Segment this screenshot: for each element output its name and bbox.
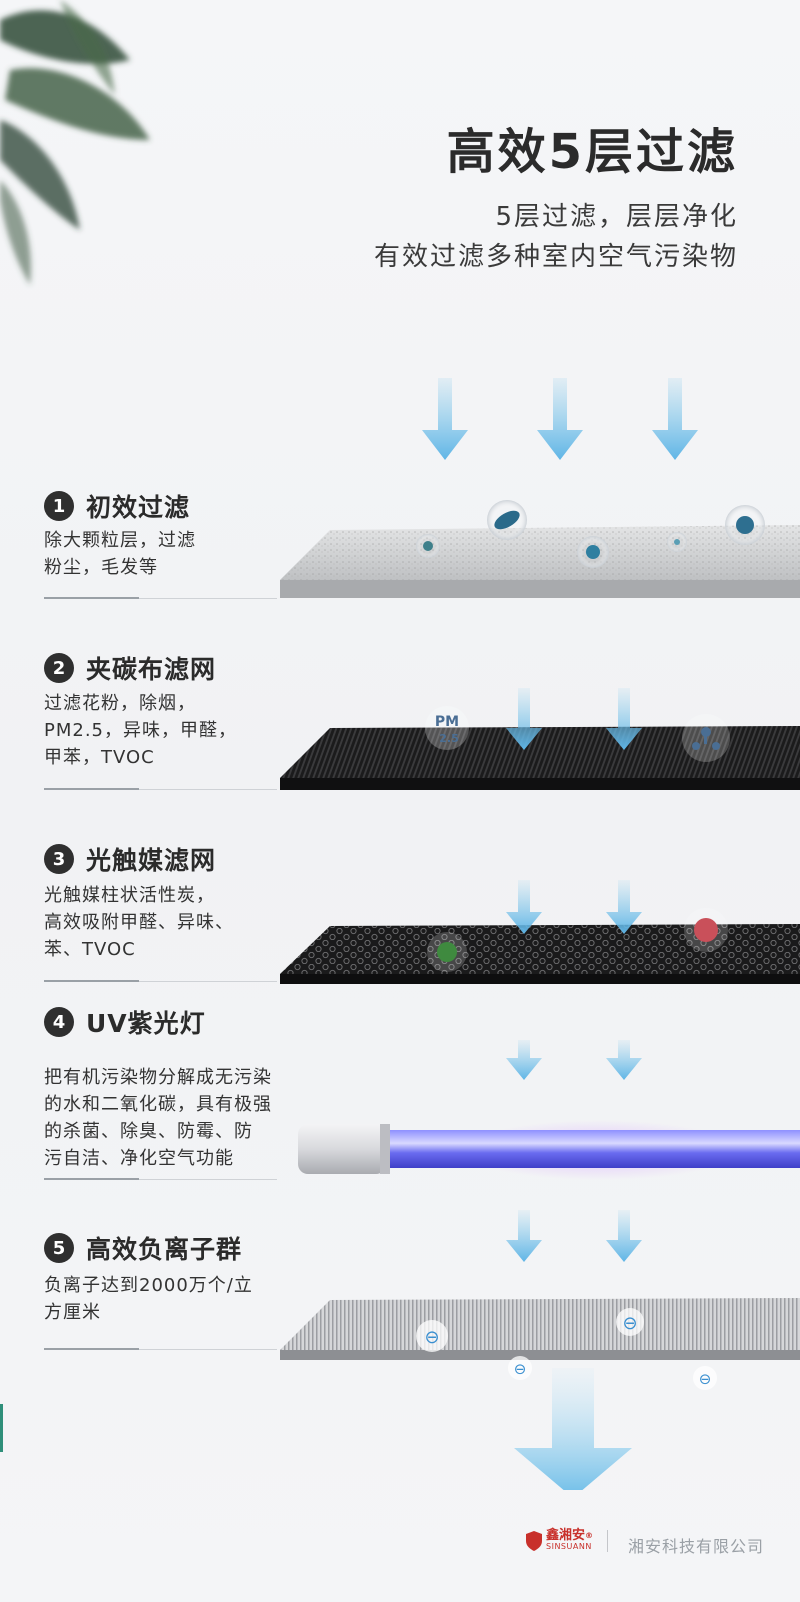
description-line: 高效吸附甲醛、异味、	[44, 912, 234, 933]
subtitle-line-2: 有效过滤多种室内空气污染物	[373, 242, 738, 272]
section-title: 初效过滤	[86, 493, 191, 522]
section-title: 高效负离子群	[86, 1235, 243, 1264]
description-line: 的水和二氧化碳，具有极强	[44, 1094, 272, 1115]
section-4-description: 把有机污染物分解成无污染 的水和二氧化碳，具有极强 的杀菌、除臭、防霉、防 污自…	[44, 1064, 272, 1172]
section-3-header: 3 光触媒滤网	[44, 841, 216, 877]
section-2-header: 2 夹碳布滤网	[44, 650, 216, 686]
bacteria-green-icon	[437, 942, 457, 962]
arrow-down-icon	[422, 378, 468, 460]
negative-ion-icon: ⊖	[514, 1360, 527, 1378]
description-line: PM2.5，异味，甲醛，	[44, 720, 238, 741]
section-divider	[44, 980, 277, 982]
section-1-description: 除大颗粒层，过滤 粉尘，毛发等	[44, 527, 196, 581]
negative-ion-icon: ⊖	[699, 1370, 712, 1388]
section-title: UV紫光灯	[86, 1009, 206, 1038]
arrow-down-icon	[506, 688, 542, 750]
bacteria-red-icon	[694, 918, 718, 942]
section-divider	[44, 788, 277, 790]
arrow-down-icon	[606, 1210, 642, 1262]
layer-4-uv-lamp	[298, 1040, 800, 1180]
section-1-header: 1 初效过滤	[44, 488, 190, 524]
section-number-badge: 2	[44, 653, 74, 683]
arrow-down-icon	[506, 1210, 542, 1262]
layer-1-primary-filter	[280, 500, 800, 598]
description-line: 把有机污染物分解成无污染	[44, 1067, 272, 1088]
big-arrow-down-icon	[514, 1368, 632, 1490]
dust-particles-icon	[416, 500, 765, 568]
svg-text:2.5: 2.5	[439, 732, 459, 745]
section-divider	[44, 1178, 277, 1180]
description-line: 污自洁、净化空气功能	[44, 1148, 234, 1169]
arrow-down-icon	[506, 1040, 542, 1080]
description-line: 的杀菌、除臭、防霉、防	[44, 1121, 253, 1142]
company-name: 湘安科技有限公司	[628, 1537, 765, 1556]
edge-accent	[0, 1404, 3, 1452]
section-5-header: 5 高效负离子群	[44, 1230, 242, 1266]
description-line: 甲苯，TVOC	[44, 747, 155, 768]
section-2-description: 过滤花粉，除烟， PM2.5，异味，甲醛， 甲苯，TVOC	[44, 690, 237, 771]
section-title: 光触媒滤网	[86, 846, 217, 875]
page-title: 高效5层过滤	[446, 124, 738, 180]
description-line: 粉尘，毛发等	[44, 557, 158, 578]
layer-2-carbon-cloth-filter: PM 2.5	[280, 688, 800, 790]
section-number-badge: 5	[44, 1233, 74, 1263]
plant-leaves-decoration	[0, 0, 150, 285]
brand-name-en: SINSUANN	[546, 1542, 592, 1551]
shield-icon	[526, 1531, 542, 1551]
arrow-down-icon	[606, 1040, 642, 1080]
negative-ion-icon: ⊖	[424, 1327, 439, 1348]
section-number-badge: 4	[44, 1007, 74, 1037]
section-number-badge: 1	[44, 491, 74, 521]
layer-3-photocatalyst-filter	[280, 880, 800, 984]
section-5-description: 负离子达到2000万个/立 方厘米	[44, 1272, 253, 1326]
pm25-badge: PM	[435, 714, 459, 730]
registered-mark: ®	[585, 1531, 594, 1540]
section-3-description: 光触媒柱状活性炭， 高效吸附甲醛、异味、 苯、TVOC	[44, 882, 234, 963]
section-divider	[44, 597, 277, 599]
arrow-down-icon	[606, 688, 642, 750]
description-line: 方厘米	[44, 1302, 101, 1323]
arrow-down-icon	[537, 378, 583, 460]
arrow-down-icon	[506, 880, 542, 934]
brand-name-cn: 鑫湘安	[546, 1528, 586, 1543]
molecule-icon	[692, 727, 720, 750]
description-line: 光触媒柱状活性炭，	[44, 885, 215, 906]
description-line: 除大颗粒层，过滤	[44, 530, 196, 551]
arrow-down-icon	[606, 880, 642, 934]
subtitle-line-1: 5层过滤，层层净化	[495, 202, 738, 232]
negative-ion-icon: ⊖	[622, 1313, 637, 1334]
description-line: 负离子达到2000万个/立	[44, 1275, 253, 1296]
description-line: 过滤花粉，除烟，	[44, 693, 196, 714]
section-divider	[44, 1348, 277, 1350]
layer-5-negative-ion: ⊖ ⊖ ⊖ ⊖	[280, 1210, 800, 1490]
section-number-badge: 3	[44, 844, 74, 874]
airflow-arrows-top	[422, 378, 698, 460]
section-4-header: 4 UV紫光灯	[44, 1004, 206, 1040]
description-line: 苯、TVOC	[44, 939, 136, 960]
brand-logo: 鑫湘安® SINSUANN	[526, 1528, 609, 1552]
arrow-down-icon	[652, 378, 698, 460]
footer-divider	[607, 1530, 609, 1552]
section-title: 夹碳布滤网	[86, 655, 217, 684]
